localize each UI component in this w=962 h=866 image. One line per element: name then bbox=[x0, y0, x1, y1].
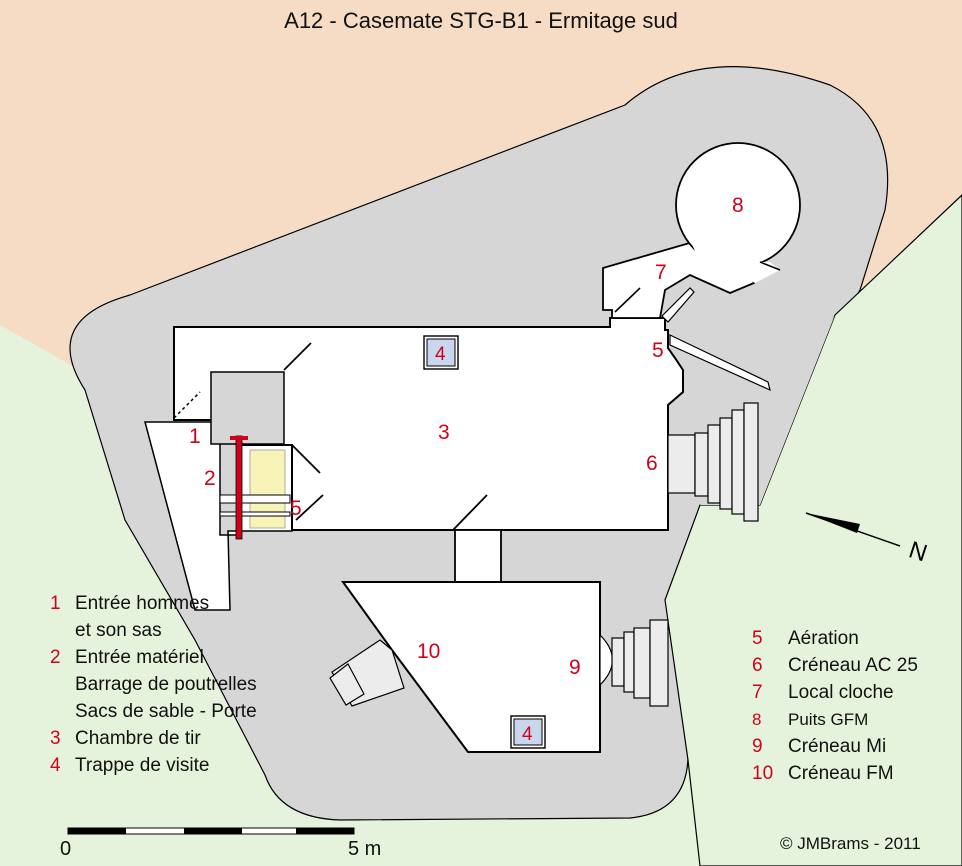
hatch-1-outer bbox=[423, 335, 459, 370]
legend-item-10: 10 Créneau FM bbox=[752, 760, 918, 787]
page-title: A12 - Casemate STG-B1 - Ermitage sud bbox=[284, 8, 678, 33]
lower-room bbox=[341, 581, 601, 753]
ac25-embrasure bbox=[667, 402, 759, 522]
label-7: 7 bbox=[655, 261, 667, 284]
label-6: 6 bbox=[646, 452, 658, 475]
legend-num: 4 bbox=[50, 755, 61, 776]
label-5-right: 5 bbox=[652, 339, 664, 362]
legend-num: 3 bbox=[50, 728, 61, 749]
entry-block bbox=[210, 371, 285, 445]
legend-item-7: 7 Local cloche bbox=[752, 679, 918, 706]
legend-subtext: Sacs de sable - Porte bbox=[75, 701, 257, 722]
hatch-2-outer bbox=[510, 715, 546, 749]
legend-text: Chambre de tir bbox=[75, 728, 201, 749]
legend-item-8: 8 Puits GFM bbox=[752, 706, 918, 733]
legend-text: Entrée hommes bbox=[75, 593, 210, 614]
legend-item-6: 6 Créneau AC 25 bbox=[752, 652, 918, 679]
legend-num: 10 bbox=[752, 763, 774, 784]
legend-num: 2 bbox=[50, 647, 61, 668]
legend-subtext: et son sas bbox=[75, 620, 162, 641]
beam-barrier-cap bbox=[230, 436, 248, 440]
label-4-bottom: 4 bbox=[522, 724, 533, 745]
mi-embrasure bbox=[599, 619, 669, 707]
label-2: 2 bbox=[204, 467, 216, 490]
legend-text: Entrée matériel bbox=[75, 647, 204, 668]
door-chamber-2 bbox=[291, 444, 321, 474]
door-chamber-1 bbox=[283, 342, 312, 371]
label-5-left: 5 bbox=[290, 497, 302, 520]
legend-num: 6 bbox=[752, 655, 763, 676]
cloche-door bbox=[614, 287, 641, 313]
legend-num: 8 bbox=[752, 710, 762, 729]
legend-text: Aération bbox=[788, 628, 859, 649]
legend-text: Créneau FM bbox=[788, 763, 894, 784]
legend-item-5: 5 Aération bbox=[752, 625, 918, 652]
legend-left: 1 Entrée hommes et son sas 2 Entrée matéri… bbox=[50, 590, 257, 779]
label-3: 3 bbox=[438, 421, 450, 444]
rear-wall-strip bbox=[700, 315, 835, 505]
door-chamber-3 bbox=[295, 494, 324, 521]
label-8: 8 bbox=[732, 194, 744, 217]
legend-text: Créneau Mi bbox=[788, 736, 887, 757]
legend-num: 1 bbox=[50, 593, 61, 614]
legend-num: 7 bbox=[752, 682, 763, 703]
legend-text: Créneau AC 25 bbox=[788, 655, 918, 676]
legend-subtext: Barrage de poutrelles bbox=[75, 674, 257, 695]
scale-end-label: 5 m bbox=[348, 838, 382, 860]
hatch-1 bbox=[426, 338, 456, 367]
legend-item-9: 9 Créneau Mi bbox=[752, 733, 918, 760]
gfm-shaft-neck bbox=[690, 238, 780, 283]
beam-slot-a bbox=[219, 494, 291, 504]
legend-text: Local cloche bbox=[788, 682, 894, 703]
fm-embrasure bbox=[329, 639, 405, 707]
legend-item-2: 2 Entrée matériel Barrage de poutrelles S… bbox=[50, 644, 257, 725]
legend-item-1: 1 Entrée hommes et son sas bbox=[50, 590, 257, 644]
scale-start-label: 0 bbox=[60, 838, 72, 860]
door-entry-swing bbox=[173, 391, 201, 419]
legend-text: Trappe de visite bbox=[75, 755, 210, 776]
corridor bbox=[454, 529, 502, 583]
legend-num: 5 bbox=[752, 628, 763, 649]
aeration-duct-right bbox=[669, 334, 771, 392]
label-9: 9 bbox=[569, 656, 581, 679]
hatch-2 bbox=[513, 718, 543, 746]
legend-item-4: 4 Trappe de visite bbox=[50, 752, 257, 779]
door-chamber-4 bbox=[452, 494, 488, 531]
beam-slot-b bbox=[219, 511, 291, 517]
beam-barrier bbox=[235, 435, 243, 540]
scale-bar bbox=[67, 827, 355, 835]
legend-text: Puits GFM bbox=[788, 710, 869, 729]
aeration-duct-top bbox=[661, 287, 695, 323]
gfm-neck-edge bbox=[759, 261, 781, 271]
copyright: © JMBrams - 2011 bbox=[780, 834, 921, 853]
label-10: 10 bbox=[417, 640, 440, 663]
legend-num: 9 bbox=[752, 736, 763, 757]
label-4-top: 4 bbox=[435, 344, 446, 365]
legend-item-3: 3 Chambre de tir bbox=[50, 725, 257, 752]
legend-right: 5 Aération 6 Créneau AC 25 7 Local cloche 8… bbox=[752, 625, 918, 787]
label-1: 1 bbox=[189, 425, 201, 448]
